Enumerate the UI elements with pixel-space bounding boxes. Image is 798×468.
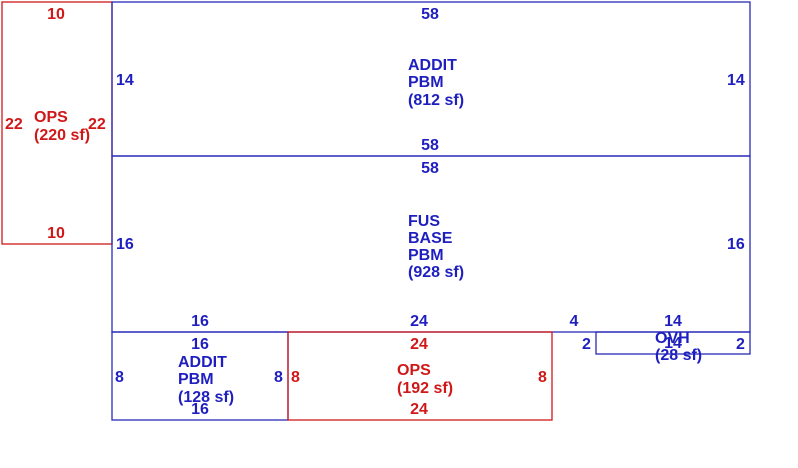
addit-small-dim-top: 16 [191, 336, 209, 353]
fus-base-dim-top: 58 [421, 160, 439, 177]
ovh-dim-left: 2 [582, 336, 591, 353]
ops-bottom-dim-right: 8 [538, 369, 547, 386]
ops-bottom-name: OPS [397, 362, 431, 379]
ops-left-name: OPS [34, 109, 68, 126]
addit-small-dim-bottom: 16 [191, 401, 209, 418]
ops-left-dim-top: 10 [47, 6, 65, 23]
fus-base-dim-right: 16 [727, 236, 745, 253]
addit-small-size: (128 sf) [178, 389, 234, 406]
ops-left-dim-left: 22 [5, 116, 23, 133]
fus-base-dim-bottom-left: 16 [191, 313, 209, 330]
ovh-name: OVH [655, 330, 690, 347]
addit-small-dim-right: 8 [274, 369, 283, 386]
ovh-dim-right: 2 [736, 336, 745, 353]
fus-base-dim-bottom-right: 14 [664, 313, 682, 330]
addit-top-name-line2: PBM [408, 74, 444, 91]
addit-top-dim-right: 14 [727, 72, 745, 89]
fus-base-name-line2: BASE [408, 230, 453, 247]
fus-base-name-line1: FUS [408, 213, 440, 230]
addit-top-dim-bottom: 58 [421, 137, 439, 154]
addit-top-dim-left: 14 [116, 72, 134, 89]
ops-bottom-dim-top: 24 [410, 336, 428, 353]
ovh-size: (28 sf) [655, 347, 702, 364]
addit-small-name-line2: PBM [178, 371, 214, 388]
ops-bottom-dim-bottom: 24 [410, 401, 428, 418]
addit-small-dim-left: 8 [115, 369, 124, 386]
ops-left-dim-right: 22 [88, 116, 106, 133]
ops-left-dim-bottom: 10 [47, 225, 65, 242]
ovh-dim-bottom: 14 [664, 335, 682, 352]
addit-top-dim-top: 58 [421, 6, 439, 23]
ops-bottom-size: (192 sf) [397, 380, 453, 397]
addit-top-name-line1: ADDIT [408, 57, 457, 74]
ovh-outline [595, 331, 751, 355]
ops-bottom-outline [287, 331, 553, 421]
ops-bottom-dim-left: 8 [291, 369, 300, 386]
ops-left-size: (220 sf) [34, 127, 90, 144]
fus-base-dim-bottom-mid: 24 [410, 313, 428, 330]
fus-base-size: (928 sf) [408, 264, 464, 281]
fus-base-name-line3: PBM [408, 247, 444, 264]
addit-top-size: (812 sf) [408, 92, 464, 109]
fus-base-dim-left: 16 [116, 236, 134, 253]
fus-base-dim-bottom-gap: 4 [570, 313, 579, 330]
addit-small-name-line1: ADDIT [178, 354, 227, 371]
